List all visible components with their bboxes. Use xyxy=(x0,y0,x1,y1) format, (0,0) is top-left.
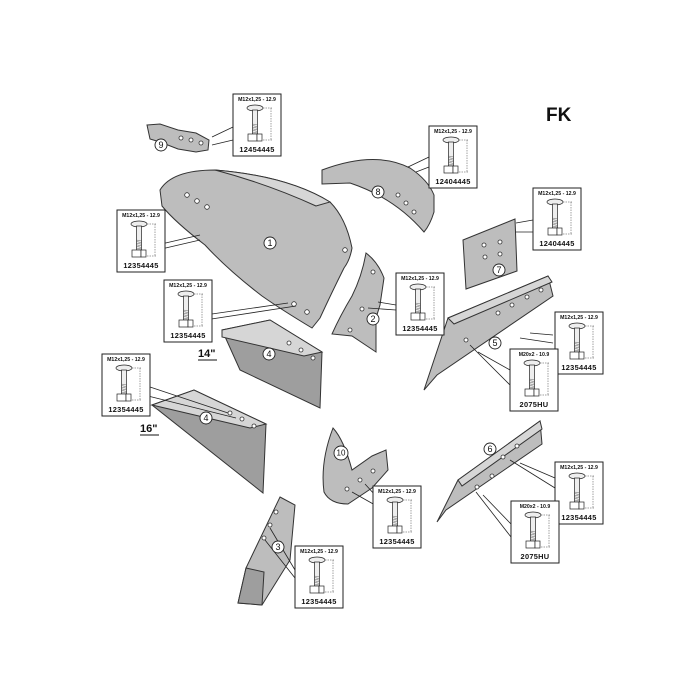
badge-4-14: 4 xyxy=(262,347,276,361)
bolt-icon xyxy=(546,198,573,236)
bolt-icon xyxy=(524,511,551,549)
part-3-point xyxy=(237,496,296,606)
badge-4-16: 4 xyxy=(199,411,213,425)
part-4-share-14 xyxy=(221,319,324,409)
bolt-icon xyxy=(409,283,436,321)
bolt-icon xyxy=(246,104,273,142)
bolt-spec: M12x1,25 - 12.9 xyxy=(378,489,416,495)
bolt-icon xyxy=(115,364,142,402)
bolt-code: 2075HU xyxy=(521,552,550,561)
bolt-box: M12x1,25 - 12.9 12354445 xyxy=(372,485,422,549)
bolt-icon xyxy=(568,472,595,510)
bolt-box: M12x1,25 - 12.9 12404445 xyxy=(532,187,582,251)
bolt-code: 12354445 xyxy=(379,537,414,546)
bolt-code: 12454445 xyxy=(239,145,274,154)
bolt-code: 2075HU xyxy=(520,400,549,409)
bolt-spec: M12x1,25 - 12.9 xyxy=(169,283,207,289)
badge-9-label: 9 xyxy=(158,140,163,150)
brand-label: FK xyxy=(546,105,572,126)
bolt-code: 12404445 xyxy=(435,177,470,186)
bolt-box: M12x1,25 - 12.9 12354445 xyxy=(163,279,213,343)
badge-7-label: 7 xyxy=(496,265,501,275)
bolt-spec: M12x1,25 - 12.9 xyxy=(560,315,598,321)
badge-5: 5 xyxy=(488,336,502,350)
bolt-spec: M12x1,25 - 12.9 xyxy=(107,357,145,363)
bolt-icon xyxy=(523,359,550,397)
bolt-spec: M12x1,25 - 12.9 xyxy=(122,213,160,219)
bolt-spec: M12x1,25 - 12.9 xyxy=(560,465,598,471)
part-1-mouldboard xyxy=(159,169,353,329)
part-2-landside-piece xyxy=(331,252,385,353)
badge-4-14-label: 4 xyxy=(266,349,271,359)
bolt-code: 12354445 xyxy=(561,363,596,372)
bolt-icon xyxy=(177,290,204,328)
part-6-bar xyxy=(436,420,543,523)
bolt-spec: M12x1,25 - 12.9 xyxy=(401,276,439,282)
bolt-box: M12x1,25 - 12.9 12354445 xyxy=(554,461,604,525)
badge-2: 2 xyxy=(366,312,380,326)
badge-6-label: 6 xyxy=(487,444,492,454)
badge-8: 8 xyxy=(371,185,385,199)
badge-8-label: 8 xyxy=(375,187,380,197)
badge-1-label: 1 xyxy=(267,238,272,248)
bolt-box: M12x1,25 - 12.9 12454445 xyxy=(232,93,282,157)
bolt-box: M12x1,25 - 12.9 12354445 xyxy=(554,311,604,375)
badge-7: 7 xyxy=(492,263,506,277)
part-badges: 1 2 3 4 4 5 6 7 8 9 10 xyxy=(154,138,506,554)
bolt-box: M12x1,25 - 12.9 12354445 xyxy=(101,353,151,417)
bolt-icon xyxy=(568,322,595,360)
bolt-spec: M12x1,25 - 12.9 xyxy=(538,191,576,197)
bolt-spec: M12x1,25 - 12.9 xyxy=(238,97,276,103)
badge-10: 10 xyxy=(333,445,349,461)
bolt-code: 12354445 xyxy=(561,513,596,522)
bolt-spec: M12x1,25 - 12.9 xyxy=(434,129,472,135)
size-label-16: 16" xyxy=(140,423,157,435)
bolt-box: M12x1,25 - 12.9 12354445 xyxy=(116,209,166,273)
bolt-code: 12354445 xyxy=(123,261,158,270)
bolt-icon xyxy=(442,136,469,174)
bolt-code: 12354445 xyxy=(108,405,143,414)
badge-6: 6 xyxy=(483,442,497,456)
badge-10-label: 10 xyxy=(337,449,346,458)
bolt-icon xyxy=(308,556,335,594)
bolt-code: 12354445 xyxy=(402,324,437,333)
part-7-plate xyxy=(462,218,518,290)
bolt-box: M12x1,25 - 12.9 12354445 xyxy=(294,545,344,609)
bolt-spec: M20x2 - 10.9 xyxy=(520,504,551,510)
size-label-14: 14" xyxy=(198,348,215,360)
bolt-icon xyxy=(386,496,413,534)
bolt-spec: M20x2 - 10.9 xyxy=(519,352,550,358)
part-4-share-16 xyxy=(150,389,268,495)
badge-3: 3 xyxy=(271,540,285,554)
badge-3-label: 3 xyxy=(275,542,280,552)
badge-5-label: 5 xyxy=(492,338,497,348)
bolt-spec: M12x1,25 - 12.9 xyxy=(300,549,338,555)
bolt-box: M20x2 - 10.9 2075HU xyxy=(509,348,559,412)
bolt-icon xyxy=(130,220,157,258)
badge-2-label: 2 xyxy=(370,314,375,324)
badge-1: 1 xyxy=(263,236,277,250)
bolt-box: M20x2 - 10.9 2075HU xyxy=(510,500,560,564)
badge-9: 9 xyxy=(154,138,168,152)
bolt-code: 12354445 xyxy=(170,331,205,340)
bolt-code: 12404445 xyxy=(539,239,574,248)
part-5-bar xyxy=(423,275,554,391)
part-8-curved-strip xyxy=(321,159,435,233)
bolt-box: M12x1,25 - 12.9 12354445 xyxy=(395,272,445,336)
bolt-code: 12354445 xyxy=(301,597,336,606)
bolt-box: M12x1,25 - 12.9 12404445 xyxy=(428,125,478,189)
badge-4-16-label: 4 xyxy=(203,413,208,423)
